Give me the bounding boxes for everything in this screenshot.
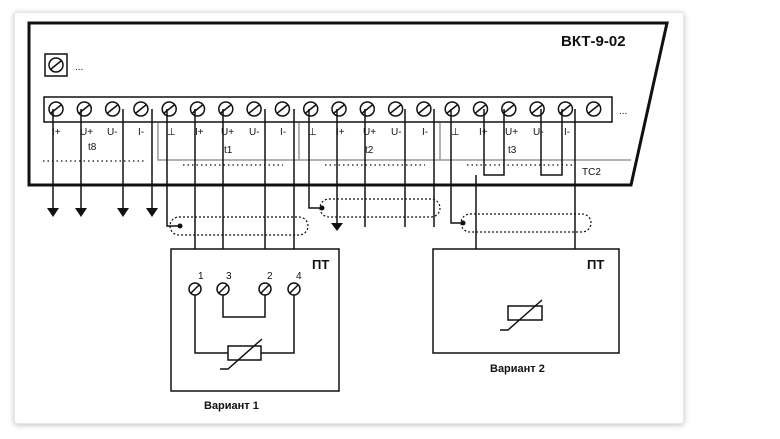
junction-dot	[319, 205, 325, 211]
shield-oval-t1	[169, 216, 309, 236]
terminal-label: ⊥	[308, 127, 317, 138]
junction-dot	[460, 220, 466, 226]
terminal-screw-icon	[416, 101, 432, 117]
channel-label-t1: t1	[224, 145, 233, 156]
sensor-variant1-title: ПТ	[312, 257, 329, 272]
terminal-screw-icon	[104, 101, 121, 117]
arrow-down-icon	[331, 223, 343, 231]
terminal-label: I+	[52, 127, 61, 138]
shield-oval-t2	[319, 198, 441, 218]
device-model-label: ВКТ-9-02	[561, 33, 626, 50]
top-terminal-ellipsis: ...	[75, 62, 83, 73]
terminal-label: I-	[138, 127, 144, 138]
sensor-variant1-pin: 2	[267, 271, 273, 282]
terminal-screw-icon	[48, 101, 64, 117]
terminal-label: I+	[195, 127, 204, 138]
terminal-label: U+	[221, 127, 234, 138]
terminal-label: U-	[533, 127, 544, 138]
diagram-frame: ВКТ-9-02 ... ... I+ U+ U- I- ⊥ I+ U+ U- …	[14, 12, 684, 424]
terminal-screw-icon	[359, 101, 376, 117]
terminal-label: U-	[107, 127, 118, 138]
terminal-screw-icon	[585, 101, 602, 117]
tc2-label: ТС2	[582, 167, 601, 178]
t2-wires	[308, 109, 435, 227]
sensor-variant2-title: ПТ	[587, 257, 604, 272]
terminal-screw-icon	[246, 101, 262, 117]
terminal-label: U-	[391, 127, 402, 138]
terminal-screw-icon	[387, 101, 404, 117]
terminal-label: I-	[564, 127, 570, 138]
terminal-label: U-	[249, 127, 260, 138]
terminal-label: I-	[280, 127, 286, 138]
terminal-label: ⊥	[167, 127, 176, 138]
sensor-variant2-box	[432, 248, 620, 354]
channel-label-t8: t8	[88, 142, 97, 153]
sensor-variant1-pin: 4	[296, 271, 302, 282]
channel-label-t2: t2	[365, 145, 374, 156]
sensor-variant1-pin: 1	[198, 271, 204, 282]
terminal-screw-icon	[472, 101, 489, 117]
terminal-screws	[48, 101, 602, 117]
terminal-screw-icon	[274, 101, 291, 117]
terminal-label: I-	[422, 127, 428, 138]
terminal-label: ⊥	[451, 127, 460, 138]
arrow-down-icon	[47, 208, 158, 217]
junction-dot	[177, 223, 183, 229]
terminal-screw-icon	[76, 101, 93, 117]
terminal-label: U+	[80, 127, 93, 138]
variant1-internal-wires	[194, 295, 295, 354]
terminal-screw-icon	[331, 101, 347, 117]
top-terminal-screw-icon	[48, 57, 64, 73]
wiring-diagram: ВКТ-9-02 ... ... I+ U+ U- I- ⊥ I+ U+ U- …	[27, 21, 669, 412]
terminal-row-ellipsis: ...	[619, 106, 627, 117]
sensor-variant1-pin: 3	[226, 271, 232, 282]
t8-output-wires	[52, 109, 153, 208]
sensor-variant2-caption: Вариант 2	[490, 363, 545, 375]
channel-separators	[157, 123, 631, 161]
terminal-screw-icon	[302, 101, 319, 117]
terminal-screw-icon	[444, 101, 460, 117]
channel-label-t3: t3	[508, 145, 517, 156]
terminal-screw-icon	[529, 101, 545, 117]
sensor-variant1-caption: Вариант 1	[204, 400, 259, 412]
terminal-screw-icon	[501, 101, 517, 117]
terminal-label: I+	[336, 127, 345, 138]
thermistor-icon	[500, 299, 543, 331]
sensor-variant1-box	[170, 248, 340, 392]
terminal-label: U+	[505, 127, 518, 138]
terminal-label: U+	[363, 127, 376, 138]
t3-jumpers	[483, 109, 563, 176]
shield-oval-t3	[460, 213, 592, 233]
terminal-screw-icon	[557, 101, 574, 117]
terminal-screw-icon	[161, 101, 177, 117]
terminal-strip	[43, 96, 613, 123]
terminal-screw-icon	[189, 101, 206, 117]
terminal-screw-icon	[133, 101, 149, 117]
thermistor-icon	[220, 338, 263, 370]
terminal-screw-icon	[218, 101, 234, 117]
